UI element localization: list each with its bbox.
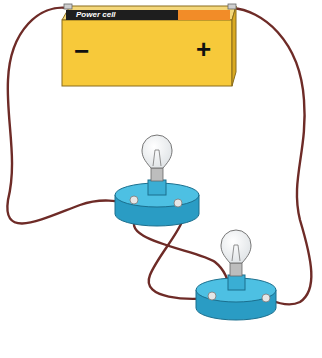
light-bulb bbox=[142, 135, 172, 181]
bulb-holder bbox=[196, 275, 276, 320]
terminal-sign: + bbox=[196, 36, 211, 62]
wires bbox=[7, 8, 311, 305]
power-cell bbox=[62, 4, 236, 86]
power-cell-box: Power cell − + bbox=[62, 6, 236, 86]
bulb-holder bbox=[115, 180, 199, 226]
light-bulb bbox=[221, 230, 251, 276]
cell-label: Power cell bbox=[76, 11, 116, 19]
terminal-sign: − bbox=[74, 38, 89, 64]
